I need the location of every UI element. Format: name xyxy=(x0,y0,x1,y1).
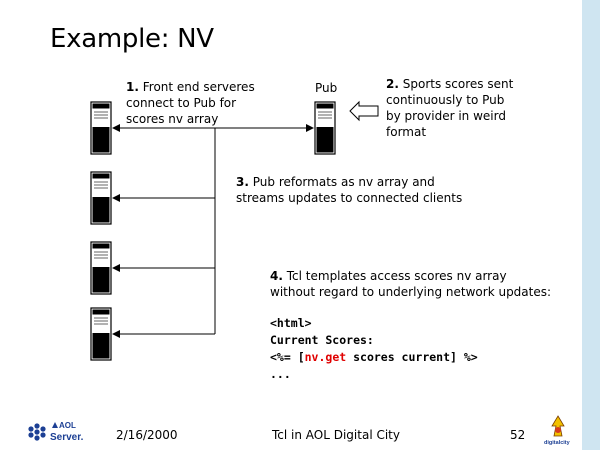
step1-line: connect to Pub for xyxy=(126,96,237,110)
frontend-server-2 xyxy=(90,171,112,225)
frontend-server-4 xyxy=(90,307,112,361)
aol-logo-text: AOL xyxy=(59,421,76,430)
step2-line: continuously to Pub xyxy=(386,93,505,107)
pub-label: Pub xyxy=(315,81,338,95)
dc-logo-text: digitalcity xyxy=(544,440,571,446)
slide-title: Example: NV xyxy=(50,24,214,54)
code-line: Current Scores: xyxy=(270,333,374,347)
step4-line: Tcl templates access scores nv array xyxy=(286,269,507,283)
step1-text: 1. Front end serveres connect to Pub for… xyxy=(126,79,255,127)
step1-line: Front end serveres xyxy=(142,80,255,94)
step1-line: scores nv array xyxy=(126,112,219,126)
footer-date: 2/16/2000 xyxy=(116,428,178,442)
step2-text: 2. Sports scores sent continuously to Pu… xyxy=(386,76,513,140)
pub-server xyxy=(314,101,336,155)
code-fragment: scores current] %> xyxy=(346,350,478,364)
frontend-server-3 xyxy=(90,241,112,295)
code-highlight: nv.get xyxy=(304,350,347,364)
step1-number: 1. xyxy=(126,80,139,94)
code-line: <%= [nv.get scores current] %> xyxy=(270,349,478,366)
step2-line: Sports scores sent xyxy=(402,77,514,91)
step3-line: Pub reformats as nv array and xyxy=(252,175,435,189)
digital-city-logo: digitalcity xyxy=(544,415,571,446)
footer-title: Tcl in AOL Digital City xyxy=(272,428,400,442)
code-line: <html> xyxy=(270,316,312,330)
step3-number: 3. xyxy=(236,175,249,189)
frontend-server-1 xyxy=(90,101,112,155)
step4-text: 4. Tcl templates access scores nv array … xyxy=(270,268,551,300)
side-stripe xyxy=(582,0,600,450)
server-logo-text: Server. xyxy=(50,432,84,443)
code-line: ... xyxy=(270,367,291,381)
code-sample: <html> Current Scores: <%= [nv.get scores … xyxy=(270,315,478,383)
step2-line: format xyxy=(386,125,427,139)
page-number: 52 xyxy=(510,428,526,442)
step3-text: 3. Pub reformats as nv array and streams… xyxy=(236,174,462,206)
code-fragment: <%= [ xyxy=(270,350,305,364)
aol-server-logo: AOL Server. xyxy=(28,421,84,443)
step3-line: streams updates to connected clients xyxy=(236,191,463,205)
provider-input-arrow-icon xyxy=(349,100,379,122)
step4-line: without regard to underlying network upd… xyxy=(270,285,552,299)
step2-number: 2. xyxy=(386,77,399,91)
step2-line: by provider in weird xyxy=(386,109,506,123)
step4-number: 4. xyxy=(270,269,283,283)
